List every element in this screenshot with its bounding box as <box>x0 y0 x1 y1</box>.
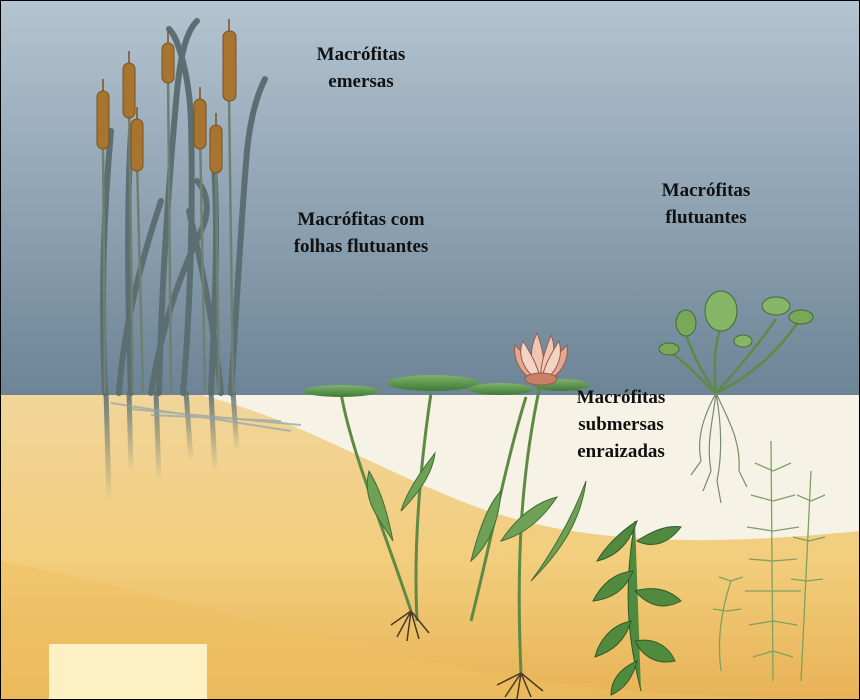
label-rooted-submerged-macrophytes: Macrófitas submersas enraizadas <box>541 384 701 465</box>
label-line: enraizadas <box>541 438 701 465</box>
label-line: Macrófitas com <box>256 206 466 233</box>
label-line: Macrófitas <box>251 41 471 68</box>
label-line: emersas <box>251 68 471 95</box>
floating-leaf <box>789 310 813 324</box>
label-line: submersas <box>541 411 701 438</box>
label-line: Macrófitas <box>541 384 701 411</box>
floating-leaf <box>676 310 696 336</box>
floating-leaf <box>659 343 679 355</box>
lily-pad <box>303 385 379 397</box>
lily-pad <box>469 383 533 395</box>
label-line: Macrófitas <box>606 177 806 204</box>
label-line: folhas flutuantes <box>256 233 466 260</box>
floating-leaf <box>762 297 790 315</box>
label-free-floating-macrophytes: Macrófitas flutuantes <box>606 177 806 231</box>
label-line: flutuantes <box>606 204 806 231</box>
floating-leaf <box>734 335 752 347</box>
label-floating-leaved-macrophytes: Macrófitas com folhas flutuantes <box>256 206 466 260</box>
floating-leaf <box>705 291 737 331</box>
lily-pad <box>387 375 479 391</box>
label-emergent-macrophytes: Macrófitas emersas <box>251 41 471 95</box>
pale-highlight <box>49 644 207 699</box>
